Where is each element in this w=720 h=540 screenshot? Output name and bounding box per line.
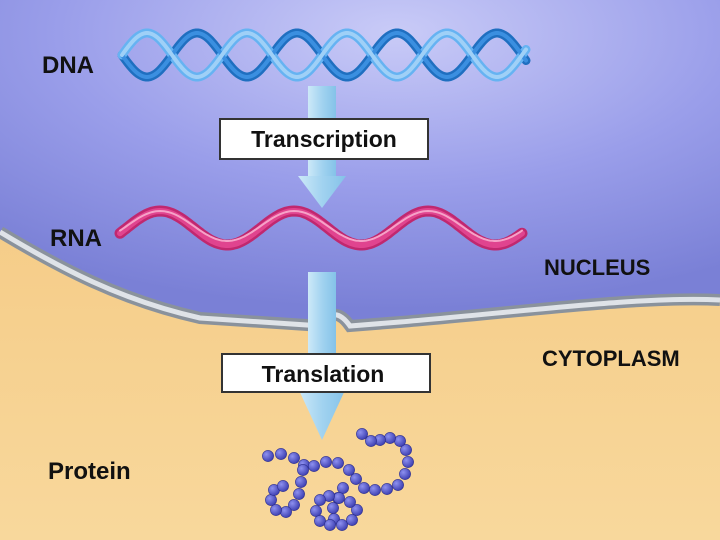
amino-acid-bead bbox=[288, 452, 300, 464]
amino-acid-bead bbox=[336, 519, 348, 531]
dna-double-helix bbox=[117, 28, 531, 82]
amino-acid-bead bbox=[350, 473, 362, 485]
amino-acid-bead bbox=[400, 444, 412, 456]
amino-acid-bead bbox=[333, 492, 345, 504]
amino-acid-bead bbox=[275, 448, 287, 460]
dna-strand-a-core bbox=[120, 31, 528, 79]
nucleus-label: NUCLEUS bbox=[544, 255, 650, 280]
protein-label: Protein bbox=[48, 458, 131, 485]
amino-acid-bead bbox=[394, 435, 406, 447]
amino-acid-bead bbox=[280, 506, 292, 518]
amino-acid-bead bbox=[265, 494, 277, 506]
amino-acid-bead bbox=[399, 468, 411, 480]
amino-acid-bead bbox=[402, 456, 414, 468]
amino-acid-bead bbox=[297, 464, 309, 476]
amino-acid-bead bbox=[358, 482, 370, 494]
amino-acid-bead bbox=[343, 464, 355, 476]
rna-strand-shine bbox=[119, 209, 523, 242]
amino-acid-bead bbox=[270, 504, 282, 516]
amino-acid-bead bbox=[346, 514, 358, 526]
amino-acid-bead bbox=[320, 456, 332, 468]
translation-label: Translation bbox=[262, 361, 385, 387]
nuclear-membrane-highlight bbox=[0, 229, 720, 329]
dna-label: DNA bbox=[42, 52, 94, 79]
amino-acid-bead bbox=[295, 476, 307, 488]
amino-acid-bead bbox=[327, 502, 339, 514]
amino-acid-bead bbox=[310, 505, 322, 517]
amino-acid-bead bbox=[324, 519, 336, 531]
amino-acid-bead bbox=[356, 428, 368, 440]
amino-acid-bead bbox=[351, 504, 363, 516]
amino-acid-bead bbox=[381, 483, 393, 495]
rna-label: RNA bbox=[50, 225, 102, 252]
rna-strand bbox=[114, 205, 528, 251]
amino-acid-bead bbox=[392, 479, 404, 491]
amino-acid-bead bbox=[293, 488, 305, 500]
amino-acid-bead bbox=[344, 496, 356, 508]
amino-acid-bead bbox=[308, 460, 320, 472]
amino-acid-bead bbox=[337, 482, 349, 494]
rna-strand-core bbox=[117, 207, 525, 248]
amino-acid-bead bbox=[314, 494, 326, 506]
amino-acid-bead bbox=[384, 432, 396, 444]
amino-acid-bead bbox=[369, 484, 381, 496]
amino-acid-bead bbox=[314, 515, 326, 527]
dna-strand-b-core bbox=[120, 31, 528, 79]
nucleus-region bbox=[0, 0, 720, 326]
amino-acid-bead bbox=[365, 435, 377, 447]
amino-acid-bead bbox=[277, 480, 289, 492]
transcription-box: Transcription bbox=[219, 118, 429, 160]
amino-acid-bead bbox=[288, 499, 300, 511]
amino-acid-bead bbox=[332, 457, 344, 469]
amino-acid-bead bbox=[262, 450, 274, 462]
transcription-label: Transcription bbox=[251, 126, 397, 152]
translation-box: Translation bbox=[221, 353, 431, 393]
protein-chain bbox=[262, 428, 414, 531]
cytoplasm-label: CYTOPLASM bbox=[542, 346, 680, 371]
